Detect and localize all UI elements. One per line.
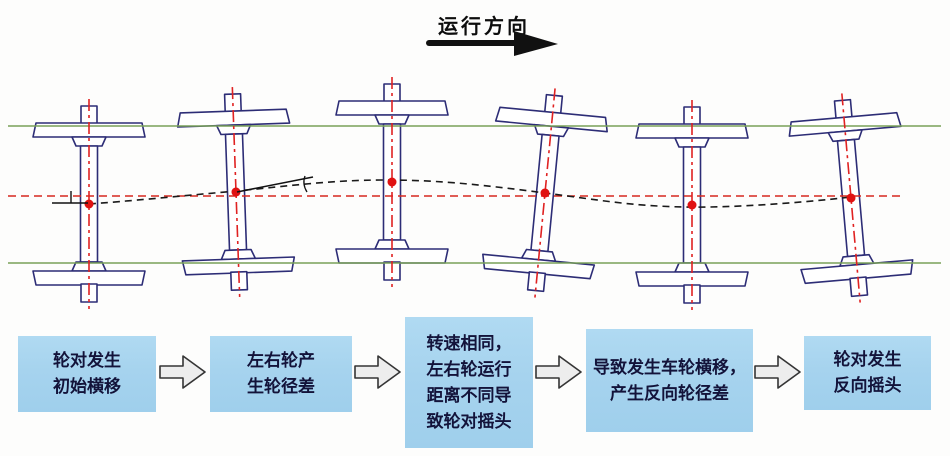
flow-arrow-icon xyxy=(159,355,206,389)
wheelset-hunting-diagram xyxy=(8,77,941,310)
flow-step-label: 导致发生车轮横移， 产生反向轮径差 xyxy=(593,357,746,403)
flow-step-yaw-from-distance: 转速相同， 左右轮运行 距离不同导 致轮对摇头 xyxy=(405,317,533,448)
flow-step-label: 轮对发生 初始横移 xyxy=(53,351,121,396)
running-direction-arrow-icon xyxy=(426,31,558,56)
flow-step-initial-lateral-shift: 轮对发生 初始横移 xyxy=(18,336,156,412)
flow-arrow-icon xyxy=(354,355,401,389)
flow-step-label: 转速相同， 左右轮运行 距离不同导 致轮对摇头 xyxy=(426,333,512,431)
flow-step-label: 左右轮产 生轮径差 xyxy=(247,351,315,396)
flow-step-reverse-radius-difference: 导致发生车轮横移， 产生反向轮径差 xyxy=(586,329,753,432)
wheelset-bodies xyxy=(32,83,917,304)
rail-lines xyxy=(8,125,941,264)
flow-step-reverse-yaw: 轮对发生 反向摇头 xyxy=(804,336,931,410)
running-direction-label: 运行方向 xyxy=(438,16,530,38)
wheelset-axes xyxy=(84,77,861,310)
annotation-marks xyxy=(52,175,314,204)
flow-arrow-icon xyxy=(754,355,801,389)
flow-step-radius-difference: 左右轮产 生轮径差 xyxy=(210,336,352,412)
flow-arrow-icon xyxy=(535,355,582,389)
flow-step-label: 轮对发生 反向摇头 xyxy=(833,350,902,395)
trajectory-curve xyxy=(88,179,852,208)
